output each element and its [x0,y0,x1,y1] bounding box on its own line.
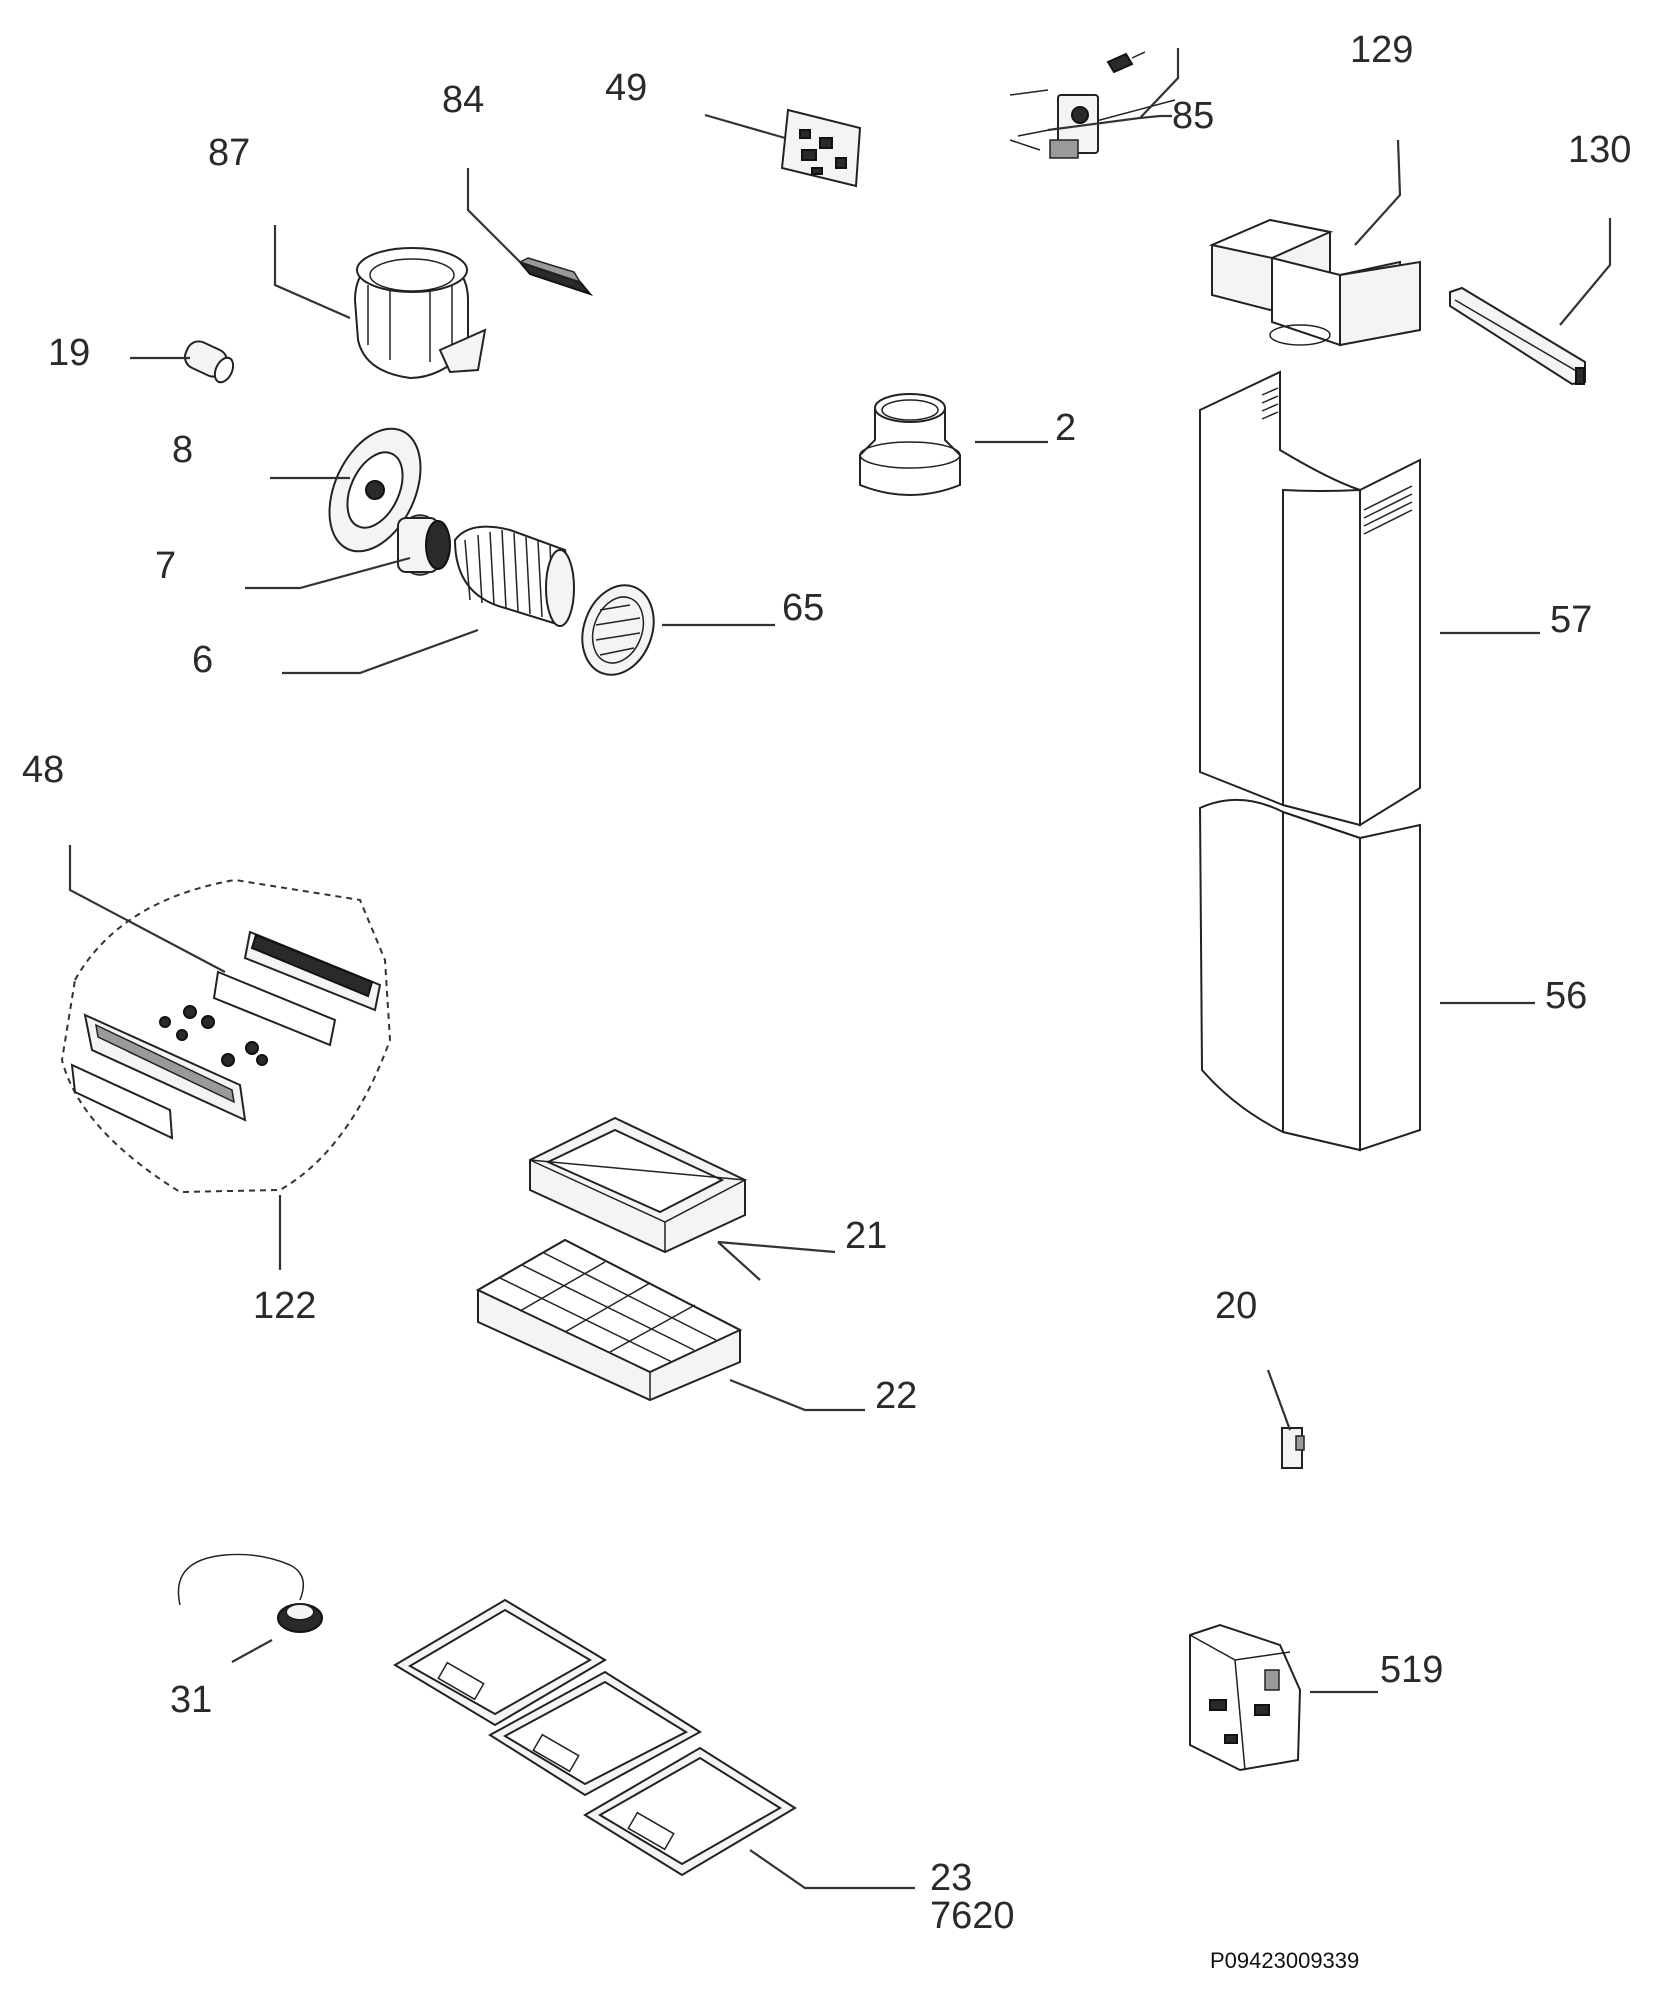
label-49: 49 [605,67,647,109]
part-6-blower-wheel [453,525,575,627]
label-7620: 7620 [930,1895,1015,1937]
diagram-code: P09423009339 [1210,1948,1359,1973]
part-7-motor [397,514,451,576]
label-130: 130 [1568,129,1631,171]
label-56: 56 [1545,975,1587,1017]
leader-lines [68,48,1612,1890]
label-8: 8 [172,429,193,471]
part-49-pcb [780,108,862,188]
label-21: 21 [845,1215,887,1257]
part-56-lower-chimney [1198,798,1421,1152]
label-519: 519 [1380,1649,1443,1691]
label-129: 129 [1350,29,1413,71]
part-122-control-assembly [60,878,392,1194]
label-85: 85 [1172,95,1214,137]
label-20: 20 [1215,1285,1257,1327]
part-20-clip [1281,1427,1305,1469]
label-22: 22 [875,1375,917,1417]
label-84: 84 [442,79,484,121]
part-8-plate [328,427,422,553]
part-87-housing [353,247,487,380]
part-57-upper-chimney [1199,370,1421,827]
label-7: 7 [155,545,176,587]
part-129-duct [1208,218,1421,347]
part-130-bracket [1449,286,1586,386]
label-65: 65 [782,587,824,629]
part-65-grille [581,584,655,676]
label-31: 31 [170,1679,212,1721]
part-519-terminal-box [1189,1623,1302,1772]
label-87: 87 [208,132,250,174]
part-21-filter-frame [529,1116,748,1254]
label-6: 6 [192,639,213,681]
label-2: 2 [1055,407,1076,449]
part-23-grease-filters [393,1598,797,1877]
label-48: 48 [22,749,64,791]
part-84-switch [516,257,594,297]
part-2-collar [859,393,961,496]
part-22-carbon-filter [475,1238,743,1402]
label-122: 122 [253,1285,316,1327]
part-19-capacitor [183,340,235,384]
label-23: 23 [930,1857,972,1899]
part-31-lamp [177,1553,323,1633]
part-85-bracket [1009,51,1176,159]
label-57: 57 [1550,599,1592,641]
label-19: 19 [48,332,90,374]
